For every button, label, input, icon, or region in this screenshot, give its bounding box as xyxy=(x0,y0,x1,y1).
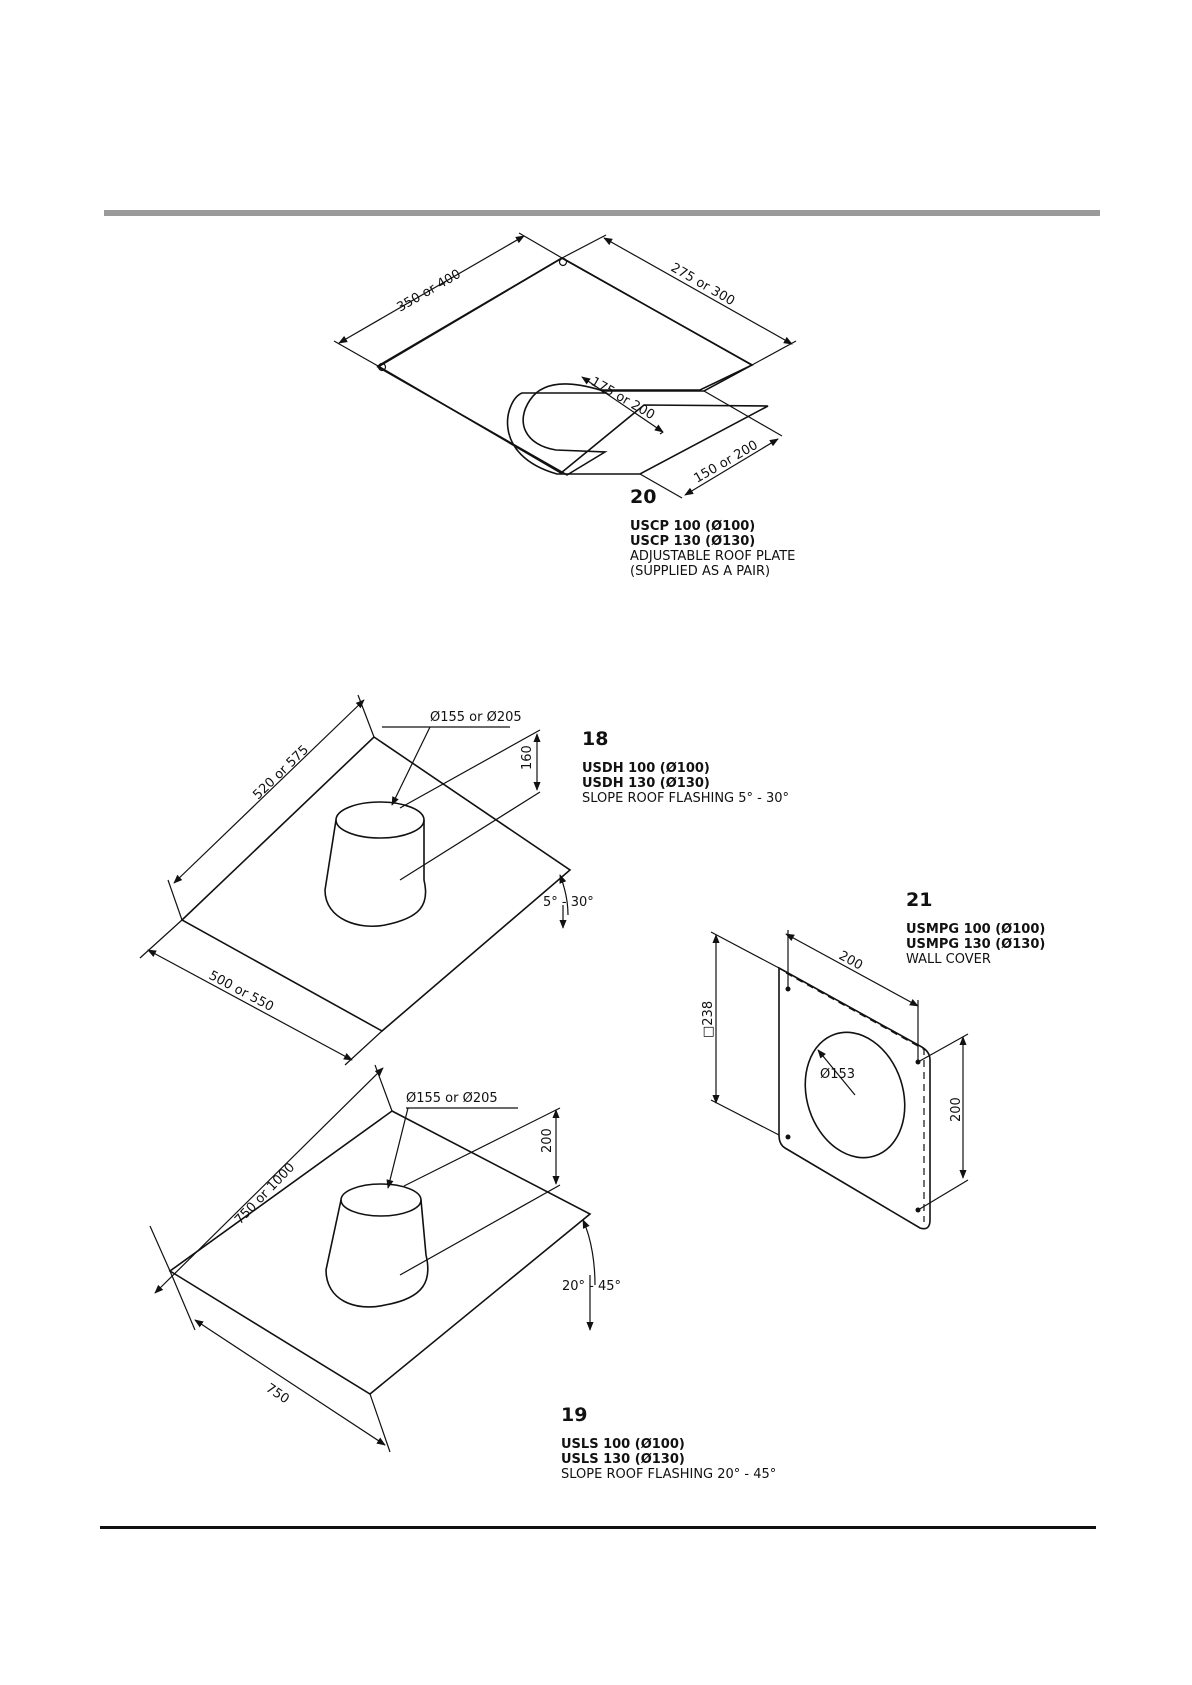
code-usls-130: USLS 130 (Ø130) xyxy=(561,1452,685,1467)
dim-153-diameter: Ø153 xyxy=(820,1067,855,1082)
top-rule xyxy=(104,210,1100,216)
desc-slope-flashing-5-30: SLOPE ROOF FLASHING 5° - 30° xyxy=(582,791,790,806)
roof-plate-drawing: 350 or 400 275 or 300 175 or 200 150 or … xyxy=(333,232,797,499)
dim-750: 750 xyxy=(263,1381,292,1407)
dim-750-or-1000: 750 or 1000 xyxy=(232,1160,298,1228)
dim-155-or-205-bottom: Ø155 or Ø205 xyxy=(406,1091,498,1106)
dim-175-or-200: 175 or 200 xyxy=(588,374,657,423)
desc-supplied-as-pair: (SUPPLIED AS A PAIR) xyxy=(630,564,771,579)
caption-item-18: 18 USDH 100 (Ø100) USDH 130 (Ø130) SLOPE… xyxy=(582,727,789,806)
desc-slope-flashing-20-45: SLOPE ROOF FLASHING 20° - 45° xyxy=(561,1467,777,1482)
dim-200-height: 200 xyxy=(540,1128,555,1153)
code-usls-100: USLS 100 (Ø100) xyxy=(561,1437,685,1452)
dim-150-or-200: 150 or 200 xyxy=(692,438,761,487)
dim-155-or-205-top: Ø155 or Ø205 xyxy=(430,710,522,725)
caption-item-21: 21 USMPG 100 (Ø100) USMPG 130 (Ø130) WAL… xyxy=(906,888,1045,967)
bottom-rule xyxy=(100,1526,1096,1529)
dim-20-45-deg: 20° - 45° xyxy=(562,1279,621,1294)
code-usmpg-130: USMPG 130 (Ø130) xyxy=(906,937,1046,952)
dim-5-30-deg: 5° - 30° xyxy=(543,895,594,910)
caption-item-19: 19 USLS 100 (Ø100) USLS 130 (Ø130) SLOPE… xyxy=(561,1403,776,1482)
dim-275-or-300: 275 or 300 xyxy=(668,260,737,309)
dim-520-or-575: 520 or 575 xyxy=(250,743,312,803)
dim-350-or-400: 350 or 400 xyxy=(395,267,464,316)
dim-200-height-wall: 200 xyxy=(949,1097,964,1122)
item-number-19: 19 xyxy=(561,1404,588,1426)
item-number-18: 18 xyxy=(582,728,609,750)
item-number-21: 21 xyxy=(906,889,933,911)
item-number-20: 20 xyxy=(630,486,657,508)
code-uscp-100: USCP 100 (Ø100) xyxy=(630,519,756,534)
code-uscp-130: USCP 130 (Ø130) xyxy=(630,534,756,549)
wall-cover-drawing: 200 □238 200 Ø153 xyxy=(701,930,969,1230)
desc-wall-cover: WALL COVER xyxy=(906,952,991,967)
flashing-5-30-drawing: 160 Ø155 or Ø205 520 or 575 500 or 550 5… xyxy=(139,694,594,1066)
code-usdh-100: USDH 100 (Ø100) xyxy=(582,761,710,776)
caption-item-20: 20 USCP 100 (Ø100) USCP 130 (Ø130) ADJUS… xyxy=(630,485,795,579)
dim-160: 160 xyxy=(520,745,535,770)
code-usmpg-100: USMPG 100 (Ø100) xyxy=(906,922,1046,937)
dim-500-or-550: 500 or 550 xyxy=(206,968,276,1015)
desc-adjustable-roof-plate: ADJUSTABLE ROOF PLATE xyxy=(630,549,796,564)
flashing-20-45-drawing: 200 Ø155 or Ø205 750 or 1000 750 20° - 4… xyxy=(149,1064,621,1453)
dim-238-square: □238 xyxy=(701,1001,716,1038)
code-usdh-130: USDH 130 (Ø130) xyxy=(582,776,710,791)
